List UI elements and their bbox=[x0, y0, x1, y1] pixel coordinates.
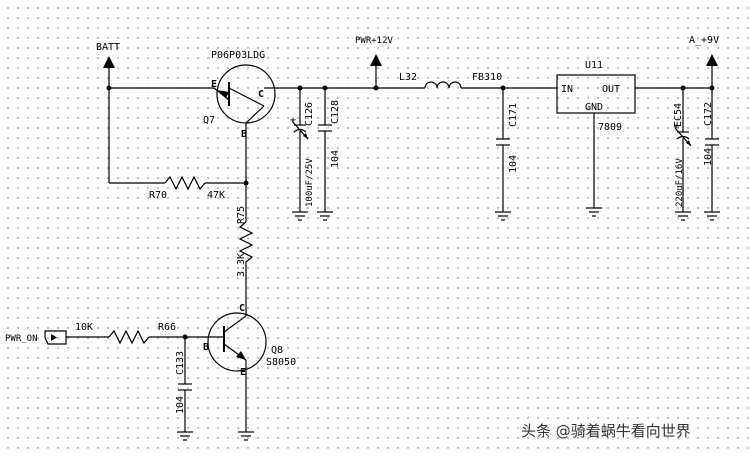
r75-resistor: R75 3.3K bbox=[236, 183, 254, 312]
c128-ref-label: C128 bbox=[330, 100, 341, 124]
l32-inductor: L32 FB310 bbox=[399, 72, 557, 91]
l32-ref-label: L32 bbox=[399, 72, 417, 83]
c172-ref-label: C172 bbox=[703, 102, 714, 126]
watermark-text: 头条 @骑着蜗牛看向世界 bbox=[521, 422, 691, 440]
r70-resistor: R70 47K bbox=[149, 175, 249, 201]
svg-text:+: + bbox=[673, 122, 679, 133]
q8-pin-c: C bbox=[239, 303, 245, 314]
c172-capacitor: C172 104 bbox=[703, 88, 720, 221]
q7-part-label: P06P03LDG bbox=[211, 50, 265, 61]
a9v-power-port: A_+9V bbox=[689, 35, 719, 88]
ec54-value-label: 220uF/16V bbox=[675, 158, 685, 207]
ec54-capacitor: + EC54 220uF/16V bbox=[673, 88, 692, 221]
c126-ref-label: C126 bbox=[304, 102, 315, 126]
svg-text:+: + bbox=[290, 115, 296, 126]
q7-ref-label: Q7 bbox=[203, 115, 215, 126]
batt-wires bbox=[106, 85, 214, 184]
batt-label: BATT bbox=[96, 42, 120, 53]
r75-value-label: 3.3K bbox=[236, 253, 247, 277]
u11-regulator: U11 IN OUT GND 7809 bbox=[556, 60, 715, 217]
u11-part-label: 7809 bbox=[598, 122, 622, 133]
c171-capacitor: C171 104 bbox=[495, 88, 519, 221]
r66-resistor: 10K R66 bbox=[75, 322, 214, 345]
u11-pin-in: IN bbox=[561, 84, 573, 95]
ec54-ref-label: EC54 bbox=[673, 103, 684, 127]
c126-value-label: 100uF/25V bbox=[305, 158, 315, 207]
u11-pin-out: OUT bbox=[602, 84, 620, 95]
c128-value-label: 104 bbox=[330, 150, 341, 168]
q7-pin-b: B bbox=[241, 129, 247, 140]
a9v-label: A_+9V bbox=[689, 35, 719, 46]
pwr12-label: PWR+12V bbox=[355, 36, 394, 46]
q7-transistor: P06P03LDG Q7 E C B bbox=[203, 50, 276, 183]
pwr-on-port: PWR_ON bbox=[5, 330, 109, 345]
q8-transistor: C B E Q8 S8050 bbox=[203, 303, 296, 441]
pwr12-power-port: PWR+12V bbox=[355, 36, 394, 88]
c171-value-label: 104 bbox=[508, 155, 519, 173]
q7-pin-c: C bbox=[258, 89, 264, 100]
q7-pin-e: E bbox=[211, 79, 217, 90]
c133-capacitor: C133 104 bbox=[175, 337, 193, 441]
c171-ref-label: C171 bbox=[508, 103, 519, 127]
q8-pin-b: B bbox=[203, 342, 209, 353]
r70-value-label: 47K bbox=[207, 190, 225, 201]
q8-ref-label: Q8 bbox=[271, 345, 283, 356]
r66-ref-label: R66 bbox=[158, 322, 176, 333]
fb310-ref-label: FB310 bbox=[472, 72, 502, 83]
rail-wires bbox=[276, 85, 425, 91]
q8-pin-e: E bbox=[240, 367, 246, 378]
u11-ref-label: U11 bbox=[585, 60, 603, 71]
c133-ref-label: C133 bbox=[175, 351, 186, 375]
r66-value-label: 10K bbox=[75, 322, 93, 333]
c172-value-label: 104 bbox=[703, 148, 714, 166]
c133-value-label: 104 bbox=[175, 396, 186, 414]
r70-ref-label: R70 bbox=[149, 190, 167, 201]
pwr-on-label: PWR_ON bbox=[5, 334, 38, 344]
c126-capacitor: + C126 100uF/25V bbox=[290, 88, 315, 221]
batt-power-port: BATT bbox=[96, 42, 120, 88]
c128-capacitor: C128 104 bbox=[317, 88, 341, 221]
q8-part-label: S8050 bbox=[266, 357, 296, 368]
r75-ref-label: R75 bbox=[236, 206, 247, 224]
u11-pin-gnd: GND bbox=[585, 102, 603, 113]
